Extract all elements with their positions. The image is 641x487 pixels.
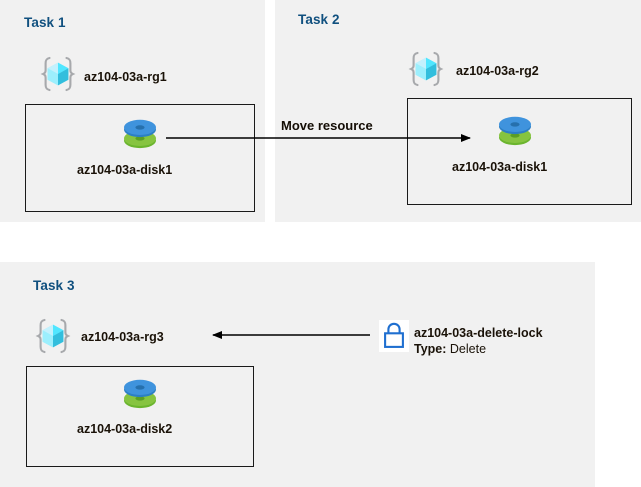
resource-group-icon <box>406 49 446 89</box>
managed-disk-icon <box>119 113 161 155</box>
task-2-resource-box <box>407 98 632 205</box>
task-2-title: Task 2 <box>298 12 340 27</box>
task-3-resource-group-label: az104-03a-rg3 <box>81 330 164 344</box>
task-3-resource-label: az104-03a-disk2 <box>77 422 173 436</box>
managed-disk-icon <box>119 373 161 415</box>
task-3-lock-label: az104-03a-delete-lock <box>414 326 543 340</box>
lock-icon <box>379 320 409 352</box>
managed-disk-icon <box>494 110 536 152</box>
task-1-resource-box <box>25 104 255 212</box>
task-1-resource-label: az104-03a-disk1 <box>77 163 173 177</box>
resource-group-icon <box>38 54 78 94</box>
task-2-resource-group-label: az104-03a-rg2 <box>456 64 539 78</box>
task-1-resource-group-label: az104-03a-rg1 <box>84 70 167 84</box>
task-1-title: Task 1 <box>24 15 66 30</box>
task-3-lock-type: Type: Delete <box>414 342 486 356</box>
connector-move-resource-label: Move resource <box>281 118 373 133</box>
task-3-title: Task 3 <box>33 278 75 293</box>
task-3-lock-type-key: Type: <box>414 342 447 356</box>
task-2-resource-label: az104-03a-disk1 <box>452 160 548 174</box>
task-3-lock-type-value: Delete <box>449 342 487 356</box>
resource-group-icon <box>33 316 73 356</box>
